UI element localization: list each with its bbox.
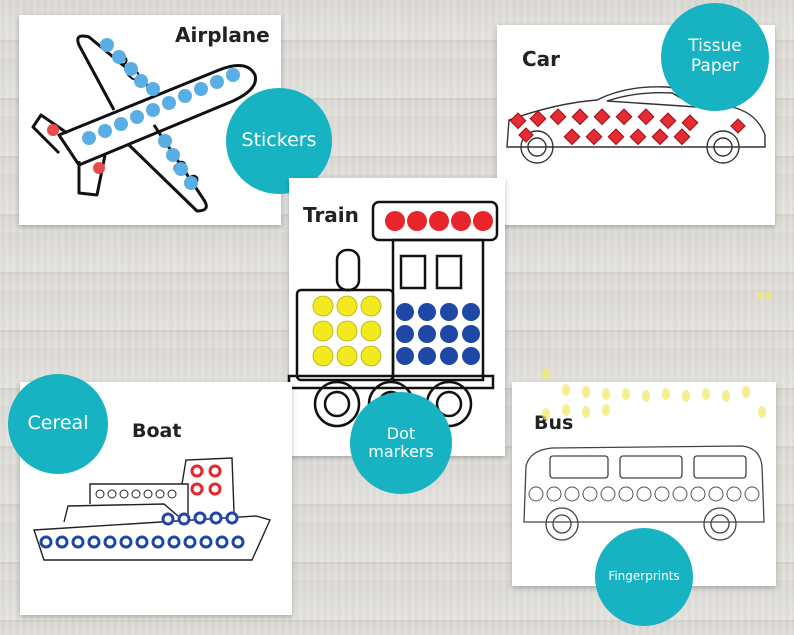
tissue-paper-badge: Tissue Paper — [661, 3, 769, 111]
boat-illustration — [33, 457, 271, 561]
car-illustration — [506, 86, 766, 164]
boat-title: Boat — [132, 420, 182, 442]
train-card: Train — [287, 178, 505, 456]
fingerprints-badge: Fingerprints — [595, 528, 693, 626]
car-title: Car — [522, 47, 561, 71]
bus-illustration — [523, 445, 765, 541]
train-illustration — [287, 200, 499, 428]
airplane-illustration — [31, 34, 258, 213]
stickers-badge: Stickers — [226, 88, 332, 194]
cereal-badge: Cereal — [8, 374, 108, 474]
train-title: Train — [303, 203, 359, 227]
airplane-title: Airplane — [175, 23, 270, 47]
dot-markers-badge: Dot markers — [350, 392, 452, 494]
